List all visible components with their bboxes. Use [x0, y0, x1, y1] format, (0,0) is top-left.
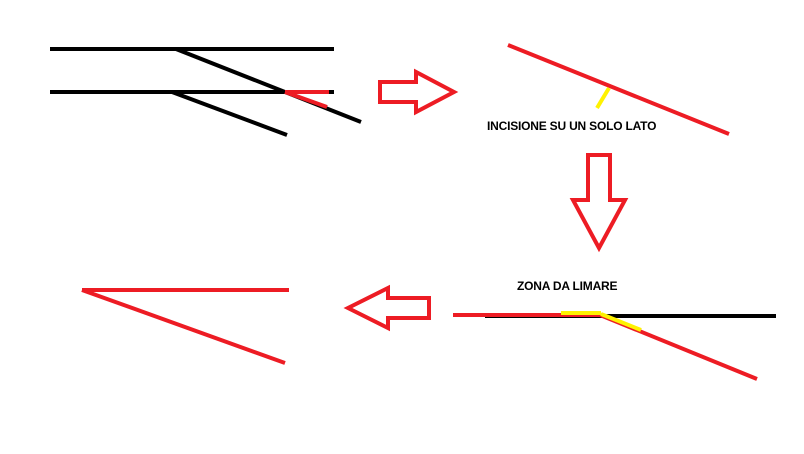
step2-red-line	[507, 43, 730, 136]
arrow-left-icon	[343, 284, 431, 332]
arrow-down-icon	[569, 153, 629, 253]
step4-red-diagonal	[81, 288, 286, 365]
incision-label: INCISIONE SU UN SOLO LATO	[487, 119, 657, 133]
filing-zone-label: ZONA DA LIMARE	[517, 279, 618, 293]
step1-upper-diagonal	[175, 47, 362, 124]
step3-yellow-diagonal	[600, 312, 642, 332]
step1-lower-diagonal	[171, 90, 288, 137]
step1-rails	[50, 47, 362, 137]
step4-v-shape	[81, 288, 289, 365]
step3-joined-rail	[453, 311, 776, 381]
step2-yellow-incision	[595, 86, 611, 110]
arrow-right-icon	[378, 68, 459, 116]
step1-red-diagonal	[284, 90, 328, 109]
step2-diagonal	[507, 43, 730, 136]
